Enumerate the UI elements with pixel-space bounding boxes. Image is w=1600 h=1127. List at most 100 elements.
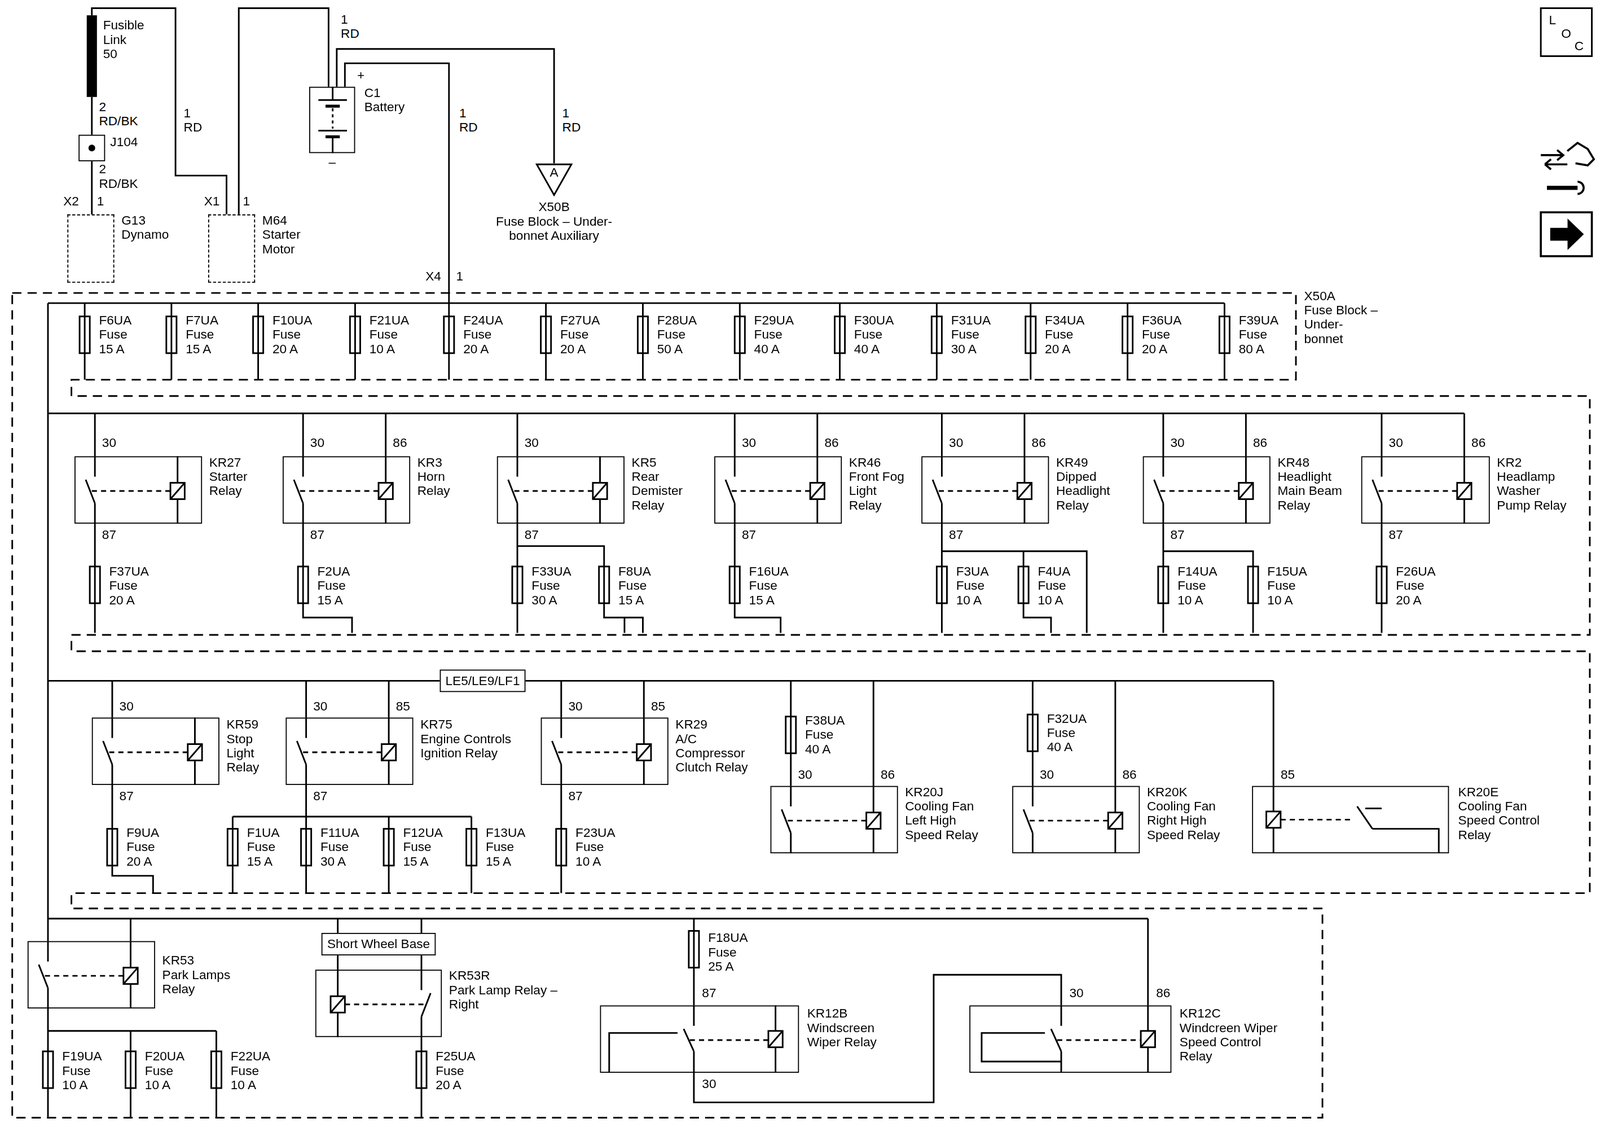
pin-number: 30 <box>1039 767 1054 782</box>
relay-symbol <box>103 717 202 785</box>
relay-name: Front Fog Light Relay <box>849 469 911 513</box>
wire-label-holder: 1 RD <box>183 106 209 135</box>
fuse-symbol <box>253 316 264 354</box>
pin-number: 30 <box>741 435 756 450</box>
dynamo: G13 Dynamo <box>67 214 114 283</box>
relay-symbol <box>38 941 138 1009</box>
fuse-label-holder: F3UA Fuse 10 A <box>956 564 1000 608</box>
output-wire <box>112 784 562 894</box>
fuse-label-holder: F39UA Fuse 80 A <box>1238 313 1282 356</box>
fuse-label-holder: F1UA Fuse 15 A <box>247 825 290 869</box>
relay-id-holder: KR12C <box>1179 1005 1221 1021</box>
relay-name-holder: Rear Demister Relay <box>631 469 688 513</box>
option-text: Short Wheel Base <box>327 936 430 951</box>
component-name: M64 Starter Motor <box>262 213 309 257</box>
fuse-label: F29UA Fuse 40 A <box>754 313 798 356</box>
pin-number: 86 <box>1253 435 1268 450</box>
fuse-label-holder: F32UA Fuse 40 A <box>1047 711 1090 755</box>
relay-id: KR2 <box>1496 455 1522 470</box>
fuse-label: F37UA Fuse 20 A <box>109 564 153 608</box>
locator-letter: C <box>1574 38 1584 54</box>
relay-symbol <box>609 1005 694 1073</box>
fuse-symbol <box>556 828 567 866</box>
next-page-icon <box>1540 212 1592 257</box>
relay-symbol <box>1140 1030 1155 1048</box>
pin-number-holder: 85 <box>1280 767 1295 782</box>
relay-box: KR48Headlight Main Beam Relay <box>1143 455 1271 523</box>
relay-box: KR27Starter Relay <box>74 455 202 523</box>
relay-symbol <box>725 455 825 523</box>
relay-name: Starter Relay <box>209 469 256 499</box>
service-icon <box>1567 142 1594 166</box>
relay-box: KR2Headlamp Washer Pump Relay <box>1361 455 1490 523</box>
relay-symbol <box>689 1039 769 1041</box>
fuse-label-holder: F21UA Fuse 10 A <box>369 313 413 356</box>
fuse-label-holder: F6UA Fuse 15 A <box>98 313 142 356</box>
wire-label: 2 RD/BK <box>98 162 140 192</box>
relay-id-holder: KR49 <box>1056 455 1089 470</box>
pin-number: 86 <box>1471 435 1486 450</box>
wire-label: 1 RD <box>459 106 484 135</box>
polarity-mark-holder: – <box>328 155 336 170</box>
pin-number-holder: 30 <box>797 767 812 782</box>
connector-pin: X2 <box>63 194 79 209</box>
connector-pin: 1 <box>242 194 250 209</box>
relay-id: KR12C <box>1179 1005 1221 1021</box>
wire <box>336 49 555 164</box>
pin-number: 86 <box>392 435 407 450</box>
relay-box: KR75Engine Controls Ignition Relay <box>285 717 413 785</box>
service-icon <box>1540 150 1568 170</box>
fuse-symbol <box>466 828 477 866</box>
component-id-holder: X50A <box>1303 288 1335 303</box>
fuse-symbol <box>936 566 947 604</box>
wire <box>90 161 93 215</box>
next-page-icon <box>1540 212 1592 257</box>
relay-symbol <box>1266 811 1281 828</box>
pin-number: 30 <box>313 699 328 714</box>
pin-number-holder: 30 <box>524 435 539 450</box>
fuse-label: F12UA Fuse 15 A <box>402 825 446 869</box>
pin-number: 30 <box>1388 435 1404 450</box>
relay-id: KR3 <box>417 455 443 470</box>
wire-label-holder: 2 RD/BK <box>98 162 140 192</box>
fuse-label-holder: F29UA Fuse 40 A <box>754 313 798 356</box>
fuse-label-holder: F34UA Fuse 20 A <box>1044 313 1088 356</box>
pin-number-holder: 30 <box>568 699 583 714</box>
pin-number: 87 <box>1388 527 1404 542</box>
relay-name-holder: Park Lamps Relay <box>162 967 235 997</box>
polarity-mark-holder: + <box>357 68 365 83</box>
relay-id-holder: KR20E <box>1458 784 1500 799</box>
fuse-label: F26UA Fuse 20 A <box>1395 564 1439 608</box>
starter-motor: M64 Starter Motor <box>208 214 256 283</box>
wire-label-holder: 2 RD/BK <box>98 99 140 129</box>
relay-symbol <box>1372 455 1472 523</box>
relay-symbol <box>1357 806 1440 854</box>
relay-id: KR59 <box>226 717 259 732</box>
fuse-symbol <box>1018 566 1029 604</box>
option-tag: LE5/LE9/LF1 <box>439 669 527 692</box>
wire-label: 1 RD <box>183 106 209 135</box>
fuse-block: X50AFuse Block – Under- bonnetKR27Starte… <box>12 292 1590 1118</box>
pin-number-holder: 85 <box>396 699 411 714</box>
fuse-label-holder: F24UA Fuse 20 A <box>463 313 507 356</box>
relay-name-holder: Windcreen Wiper Speed Control Relay <box>1179 1020 1280 1064</box>
relay-name: Windscreen Wiper Relay <box>807 1020 879 1050</box>
fuse-label: F33UA Fuse 30 A <box>531 564 575 608</box>
relay-name-holder: Front Fog Light Relay <box>849 469 911 513</box>
relay-symbol <box>768 1005 783 1073</box>
fuse-label-holder: F22UA Fuse 10 A <box>230 1048 274 1092</box>
relay-id-holder: KR2 <box>1496 455 1522 470</box>
relay-box: KR3Horn Relay <box>282 455 411 523</box>
fuse-rating: 50 <box>103 46 118 61</box>
locator-letter-holder: L <box>1549 13 1557 28</box>
relay-id: KR53R <box>449 968 491 983</box>
relay-name: Cooling Fan Right High Speed Relay <box>1146 798 1222 842</box>
fuse-label: F11UA Fuse 30 A <box>320 825 364 869</box>
fuse-label-holder: F2UA Fuse 15 A <box>317 564 360 608</box>
fuse-symbol <box>1376 566 1387 604</box>
pin-number-holder: 86 <box>824 435 839 450</box>
relay-box: KR53RPark Lamp Relay – Right <box>315 969 442 1037</box>
pin-number: 30 <box>568 699 583 714</box>
fuse-label-holder: F7UA Fuse 15 A <box>185 313 229 356</box>
fuse-label: F34UA Fuse 20 A <box>1044 313 1088 356</box>
